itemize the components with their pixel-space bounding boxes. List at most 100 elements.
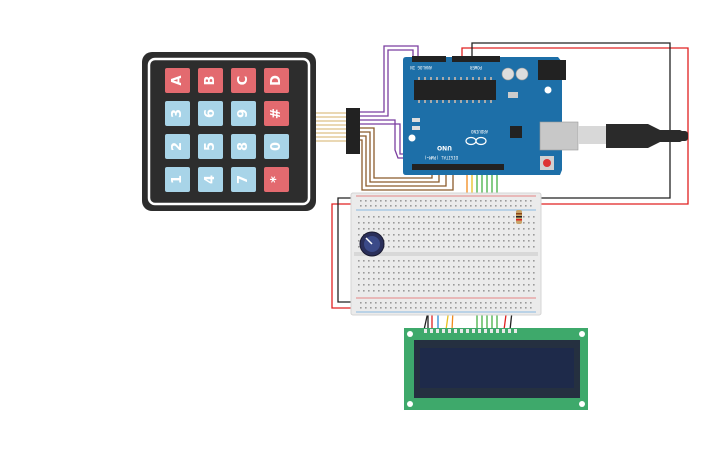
keycap-label: C bbox=[236, 76, 251, 86]
keycap[interactable] bbox=[198, 134, 223, 159]
keypad-key-a[interactable]: A bbox=[165, 68, 190, 93]
keycap[interactable] bbox=[264, 134, 289, 159]
keypad-key-d[interactable]: D bbox=[264, 68, 289, 93]
power-header bbox=[452, 56, 500, 62]
smd-1 bbox=[412, 118, 420, 122]
keycap-label: D bbox=[269, 75, 284, 86]
keypad-key-0[interactable]: 0 bbox=[264, 134, 289, 159]
usb-cable-end bbox=[676, 131, 688, 141]
keypad-key-6[interactable]: 6 bbox=[198, 101, 223, 126]
keycap[interactable] bbox=[264, 167, 289, 192]
atmega-chip bbox=[414, 80, 496, 100]
keycap-label: B bbox=[203, 76, 218, 86]
keypad-keys: A B C D 3 6 9 #2 5 8 0 1 4 7 * bbox=[165, 68, 289, 192]
keycap-label: 8 bbox=[236, 142, 251, 151]
keycap[interactable] bbox=[231, 68, 256, 93]
hole-1 bbox=[408, 134, 416, 142]
keypad-key-4[interactable]: 4 bbox=[198, 167, 223, 192]
lcd-mount-bl bbox=[407, 401, 413, 407]
keycap-label: A bbox=[170, 75, 185, 85]
analog-header bbox=[412, 56, 446, 62]
wire-brown-4 bbox=[360, 139, 454, 191]
keypad-key-7[interactable]: 7 bbox=[231, 167, 256, 192]
keycap-label: 1 bbox=[170, 175, 185, 184]
keycap[interactable] bbox=[231, 101, 256, 126]
keypad-key-5[interactable]: 5 bbox=[198, 134, 223, 159]
wire-red-left-rail bbox=[331, 203, 356, 309]
keycap-label: 7 bbox=[236, 175, 251, 184]
keycap-label: 9 bbox=[236, 109, 251, 118]
keypad-key-c[interactable]: C bbox=[231, 68, 256, 93]
arduino-model: UNO bbox=[437, 144, 452, 151]
keycap-label: 4 bbox=[203, 175, 218, 184]
keycap-label: 5 bbox=[203, 142, 218, 151]
hole-2 bbox=[544, 86, 552, 94]
keycap[interactable] bbox=[231, 167, 256, 192]
keypad-key-2[interactable]: 2 bbox=[165, 134, 190, 159]
power-label: POWER bbox=[469, 65, 482, 70]
lcd-screen bbox=[420, 348, 574, 388]
breadboard bbox=[350, 192, 542, 316]
lcd-mount-tr bbox=[579, 331, 585, 337]
arduino-uno: ANALOG IN POWER ARDUINO UNO DIGITAL (PWM… bbox=[403, 56, 688, 175]
lcd-mount-br bbox=[579, 401, 585, 407]
keypad-key-b[interactable]: B bbox=[198, 68, 223, 93]
keypad-key-star[interactable]: * bbox=[264, 167, 289, 192]
keycap[interactable] bbox=[165, 101, 190, 126]
ic-small bbox=[510, 126, 522, 138]
crystal bbox=[508, 92, 518, 98]
lcd-16x2 bbox=[404, 328, 588, 410]
breadboard-gap bbox=[354, 252, 538, 256]
keycap-label: 0 bbox=[269, 142, 284, 151]
potentiometer-indicator bbox=[365, 237, 373, 245]
resistor-band-1 bbox=[516, 213, 522, 215]
digital-label: DIGITAL (PWM~) bbox=[424, 155, 458, 160]
keypad-key-hash[interactable]: # bbox=[264, 101, 289, 126]
keypad-key-8[interactable]: 8 bbox=[231, 134, 256, 159]
keycap[interactable] bbox=[198, 68, 223, 93]
keypad: A B C D 3 6 9 #2 5 8 0 1 4 7 * bbox=[142, 52, 360, 211]
keypad-connector bbox=[346, 108, 360, 154]
analog-label: ANALOG IN bbox=[410, 65, 432, 70]
reset-button bbox=[543, 159, 551, 167]
keycap[interactable] bbox=[165, 134, 190, 159]
wire-brown-3 bbox=[360, 135, 447, 187]
keycap[interactable] bbox=[231, 134, 256, 159]
keycap-label: 6 bbox=[203, 109, 218, 118]
keypad-key-9[interactable]: 9 bbox=[231, 101, 256, 126]
resistor-band-3 bbox=[516, 219, 522, 221]
arduino-brand: ARDUINO bbox=[471, 129, 488, 134]
keypad-key-1[interactable]: 1 bbox=[165, 167, 190, 192]
lcd-pins bbox=[424, 329, 517, 333]
keycap[interactable] bbox=[165, 167, 190, 192]
wire-black-gnd bbox=[471, 42, 671, 199]
keycap-label: 2 bbox=[170, 142, 185, 151]
arduino-logo: ARDUINO UNO bbox=[437, 129, 488, 151]
digital-header bbox=[412, 164, 504, 170]
wire-brown-2 bbox=[360, 131, 440, 183]
capacitor-1 bbox=[501, 67, 515, 81]
keycap[interactable] bbox=[198, 167, 223, 192]
keycap[interactable] bbox=[264, 101, 289, 126]
wire-black-left-rail bbox=[337, 197, 356, 303]
capacitor-2 bbox=[515, 67, 529, 81]
keypad-ribbon bbox=[316, 112, 346, 142]
keycap[interactable] bbox=[264, 68, 289, 93]
keycap-label: * bbox=[269, 176, 284, 183]
smd-2 bbox=[412, 126, 420, 130]
chip-pins bbox=[418, 77, 492, 103]
power-jack bbox=[538, 60, 566, 80]
usb-port bbox=[539, 121, 579, 151]
wire-red-5v bbox=[461, 47, 689, 205]
keycap-label: 3 bbox=[170, 109, 185, 118]
keypad-border bbox=[147, 57, 311, 206]
usb-connector bbox=[606, 124, 688, 148]
lcd-mount-tl bbox=[407, 331, 413, 337]
wire-purple-1 bbox=[360, 45, 419, 113]
keycap[interactable] bbox=[165, 68, 190, 93]
resistor-band-2 bbox=[516, 216, 522, 218]
keycap[interactable] bbox=[198, 101, 223, 126]
keycap-label: # bbox=[269, 108, 284, 119]
keypad-key-3[interactable]: 3 bbox=[165, 101, 190, 126]
